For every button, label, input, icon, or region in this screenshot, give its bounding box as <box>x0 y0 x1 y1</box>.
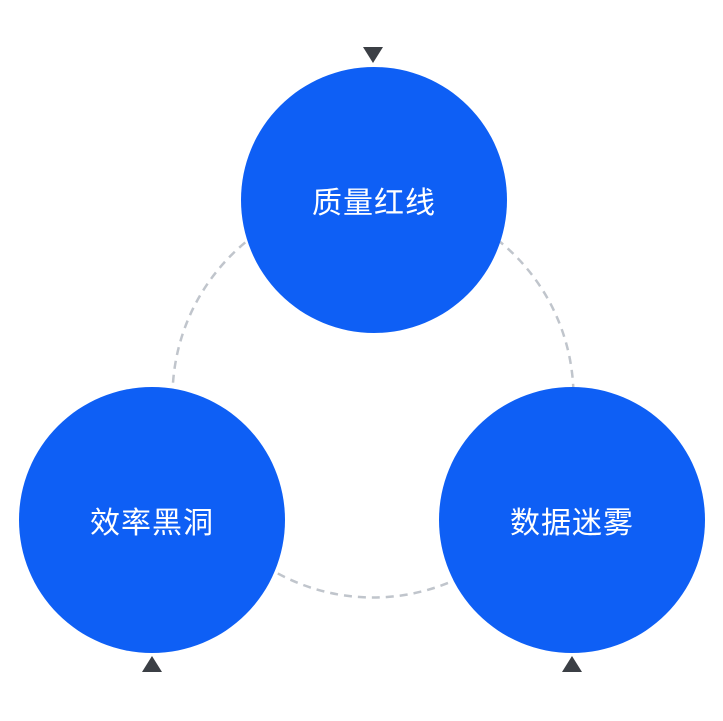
node-data-fog: 数据迷雾 <box>439 387 705 653</box>
node-data-fog-label: 数据迷雾 <box>510 507 634 540</box>
node-efficiency-blackhole: 效率黑洞 <box>19 387 285 653</box>
arrow-up-icon <box>142 656 162 672</box>
arrow-down-icon <box>363 47 383 63</box>
node-quality-redline: 质量红线 <box>241 67 507 333</box>
node-quality-redline-label: 质量红线 <box>312 187 436 220</box>
arrow-up-icon <box>562 656 582 672</box>
node-efficiency-blackhole-label: 效率黑洞 <box>90 507 214 540</box>
